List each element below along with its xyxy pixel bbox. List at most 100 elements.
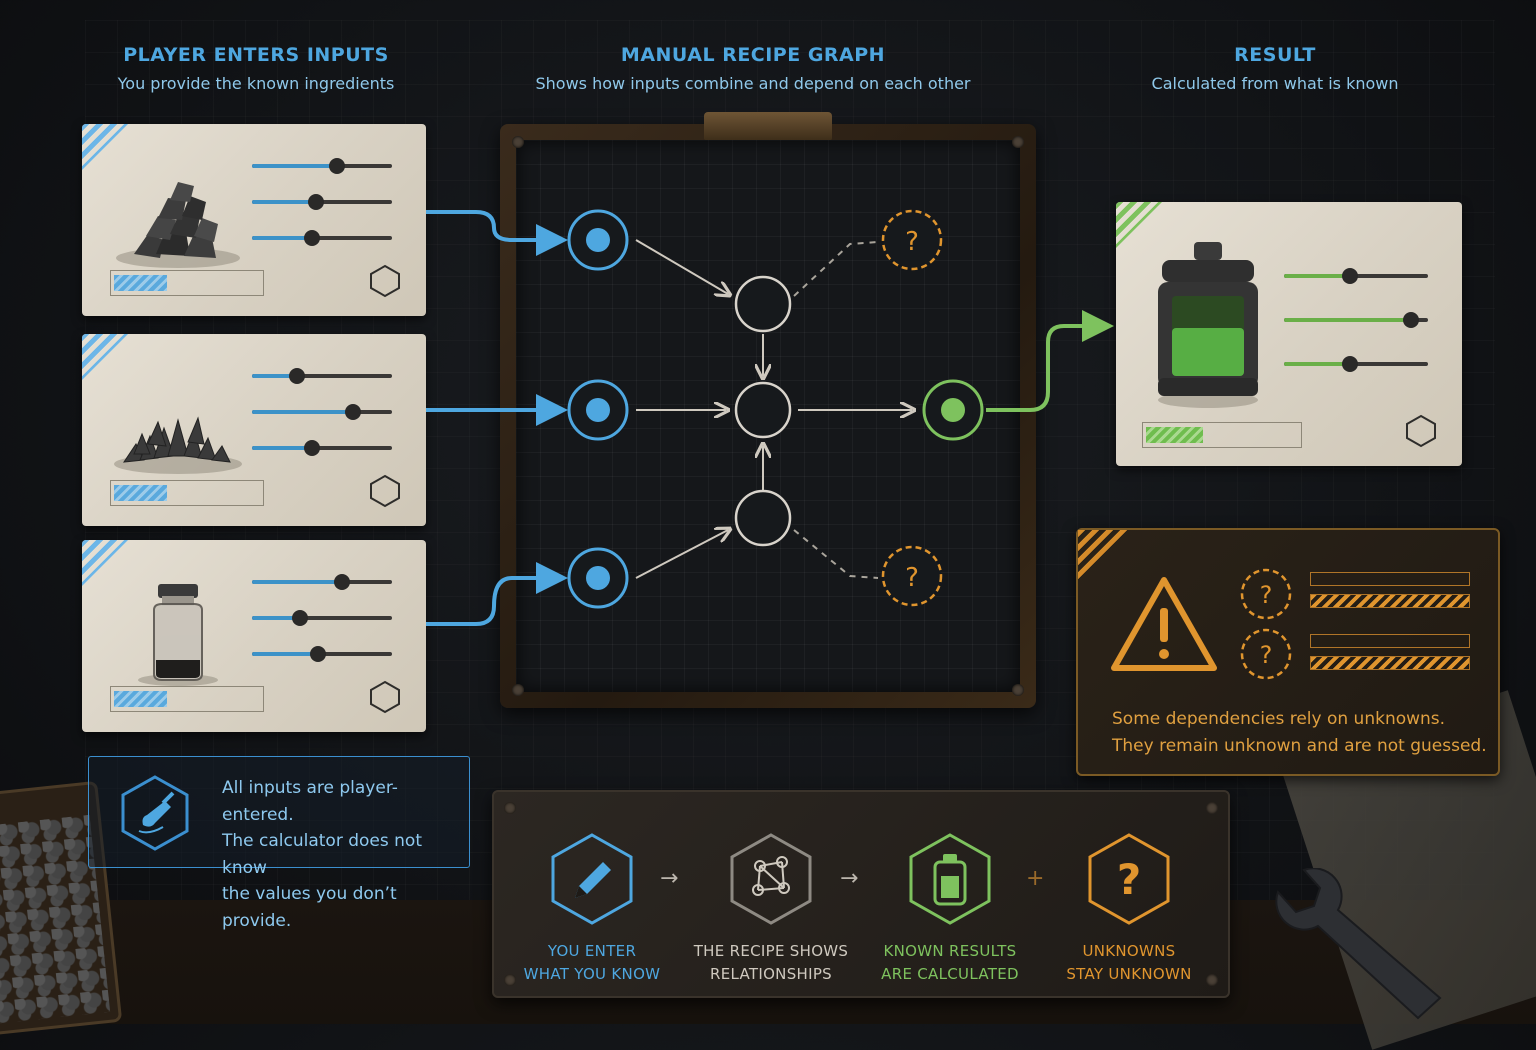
hexagon-icon xyxy=(370,264,400,298)
slider-knob[interactable] xyxy=(304,230,321,246)
slider-knob[interactable] xyxy=(329,158,346,174)
slider-1[interactable] xyxy=(252,158,392,174)
slider-knob[interactable] xyxy=(1342,356,1359,372)
unknown-bar xyxy=(1310,634,1470,648)
unknown-mark: ? xyxy=(1260,641,1273,669)
progress-bar xyxy=(110,686,264,712)
connector-result xyxy=(986,310,1114,412)
result-card[interactable] xyxy=(1116,202,1462,466)
warning-message: Some dependencies rely on unknowns. They… xyxy=(1112,706,1487,760)
slider-knob[interactable] xyxy=(1402,312,1419,328)
question-mark: ? xyxy=(1117,855,1141,904)
slider-fill xyxy=(252,652,318,656)
unknown-node: ? xyxy=(1240,628,1292,680)
slider-2[interactable] xyxy=(252,194,392,210)
slider-knob[interactable] xyxy=(291,610,308,626)
slider-2[interactable] xyxy=(252,404,392,420)
result-title: RESULT xyxy=(1234,44,1316,66)
slider-fill xyxy=(252,236,313,240)
edge xyxy=(635,530,728,579)
edge xyxy=(635,239,728,294)
slider-3[interactable] xyxy=(252,646,392,662)
graph-title: MANUAL RECIPE GRAPH xyxy=(620,44,886,66)
slider-3[interactable] xyxy=(252,230,392,246)
wrench-icon xyxy=(1275,868,1442,1020)
input-card-ore[interactable] xyxy=(82,124,426,316)
unknown-node[interactable]: ? xyxy=(881,545,943,607)
progress-fill xyxy=(114,485,168,501)
legend-line-1: THE RECIPE SHOWS xyxy=(693,942,849,960)
input-card-jar[interactable] xyxy=(82,540,426,732)
legend-line-1: KNOWN RESULTS xyxy=(883,942,1017,960)
graph-network-icon xyxy=(730,833,812,925)
progress-bar xyxy=(110,270,264,296)
canister-icon xyxy=(1158,242,1258,408)
connector-jar xyxy=(426,562,568,626)
graph-heading: MANUAL RECIPE GRAPH Shows how inputs com… xyxy=(520,44,986,93)
note-text: All inputs are player-entered. The calcu… xyxy=(222,775,469,934)
hexagon-icon xyxy=(370,474,400,508)
input-card-crystals[interactable] xyxy=(82,334,426,526)
legend-line-1: YOU ENTER xyxy=(547,942,637,960)
pencil-icon xyxy=(551,833,633,925)
hand-pencil-icon xyxy=(121,775,189,851)
inputs-title: PLAYER ENTERS INPUTS xyxy=(123,44,389,66)
warning-panel: ? ? Some dependencies rely on unknowns. … xyxy=(1076,528,1500,776)
slider-knob[interactable] xyxy=(344,404,361,420)
input-node[interactable] xyxy=(567,379,629,441)
slider-fill xyxy=(1284,362,1351,366)
slider-knob[interactable] xyxy=(308,194,325,210)
slider-knob[interactable] xyxy=(288,368,305,384)
slider-1[interactable] xyxy=(1284,268,1428,284)
progress-fill xyxy=(114,691,168,707)
connector-ore xyxy=(426,210,568,256)
intermediate-node[interactable] xyxy=(734,381,792,439)
intermediate-node[interactable] xyxy=(734,275,792,333)
slider-1[interactable] xyxy=(252,574,392,590)
card-sliders xyxy=(1284,268,1428,398)
legend-line-2: WHAT YOU KNOW xyxy=(523,965,661,983)
slider-knob[interactable] xyxy=(309,646,326,662)
bolt xyxy=(1206,802,1218,814)
canister-icon xyxy=(909,833,991,925)
unknown-node[interactable]: ? xyxy=(881,209,943,271)
slider-2[interactable] xyxy=(252,610,392,626)
slider-3[interactable] xyxy=(252,440,392,456)
slider-fill xyxy=(252,446,313,450)
hexagon-icon xyxy=(1406,414,1436,448)
output-node[interactable] xyxy=(922,379,984,441)
input-node[interactable] xyxy=(567,547,629,609)
legend-line-2: RELATIONSHIPS xyxy=(709,965,832,983)
slider-3[interactable] xyxy=(1284,356,1428,372)
legend-arrow: → xyxy=(660,866,679,891)
board-clip xyxy=(704,112,832,140)
card-sliders xyxy=(252,158,392,272)
slider-1[interactable] xyxy=(252,368,392,384)
inputs-heading: PLAYER ENTERS INPUTS You provide the kno… xyxy=(100,44,412,93)
graph-subtitle: Shows how inputs combine and depend on e… xyxy=(535,74,971,93)
legend-label: UNKNOWNS STAY UNKNOWN xyxy=(1044,940,1214,986)
slider-fill xyxy=(252,200,317,204)
dashed-edge xyxy=(793,241,879,297)
slider-knob[interactable] xyxy=(333,574,350,590)
card-sliders xyxy=(252,574,392,688)
legend-step-unknown: ? UNKNOWNS STAY UNKNOWN xyxy=(1044,832,1214,986)
legend-label: THE RECIPE SHOWS RELATIONSHIPS xyxy=(686,940,856,986)
unknown-bar xyxy=(1310,572,1470,586)
intermediate-node[interactable] xyxy=(734,489,792,547)
slider-knob[interactable] xyxy=(1342,268,1359,284)
legend-step-known: KNOWN RESULTS ARE CALCULATED xyxy=(865,832,1035,986)
slider-fill xyxy=(1284,274,1351,278)
unknown-mark: ? xyxy=(905,227,919,257)
legend-step-recipe: THE RECIPE SHOWS RELATIONSHIPS xyxy=(686,832,856,986)
warning-line-1: Some dependencies rely on unknowns. xyxy=(1112,709,1446,729)
slider-knob[interactable] xyxy=(304,440,321,456)
legend-arrow: → xyxy=(840,866,859,891)
ore-pile-icon xyxy=(116,182,240,268)
inputs-subtitle: You provide the known ingredients xyxy=(117,74,395,93)
slider-fill xyxy=(1284,318,1411,322)
progress-fill xyxy=(1146,427,1204,443)
note-line-3: the values you don’t provide. xyxy=(222,884,397,931)
slider-2[interactable] xyxy=(1284,312,1428,328)
input-node[interactable] xyxy=(567,209,629,271)
